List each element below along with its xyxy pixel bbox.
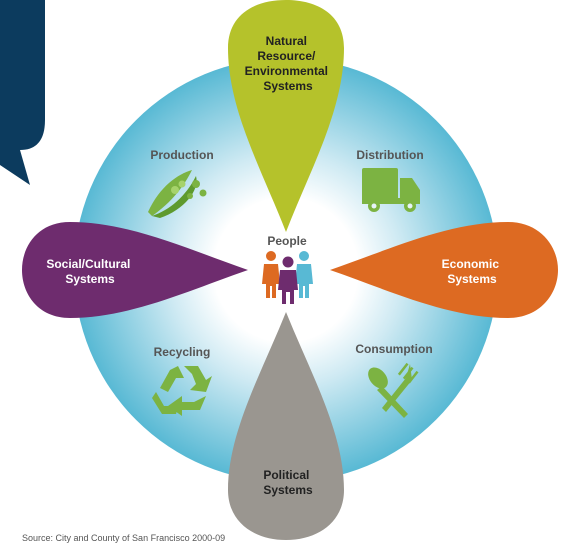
petal-top-label: Natural Resource/ Environmental Systems [245,34,332,93]
petal-bottom-label: Political Systems [263,468,313,497]
petal-right-label: Economic Systems [442,257,503,286]
center-label: People [267,234,307,248]
quadrant-recycling-label: Recycling [154,345,211,359]
quadrant-production-label: Production [150,148,213,162]
quadrant-consumption-label: Consumption [355,342,432,356]
truck-icon [362,168,420,212]
people-icon [262,251,313,304]
petal-left [22,222,248,318]
petal-bottom [228,312,344,540]
fork-spoon-icon [368,362,419,418]
peapod-icon [148,170,207,218]
navy-callout-panel [0,0,45,185]
petal-right [330,222,558,318]
petal-left-label: Social/Cultural Systems [46,257,133,286]
recycle-icon [152,366,212,416]
source-note: Source: City and County of San Francisco… [22,533,226,543]
quadrant-distribution-label: Distribution [356,148,423,162]
petal-top [228,0,344,232]
